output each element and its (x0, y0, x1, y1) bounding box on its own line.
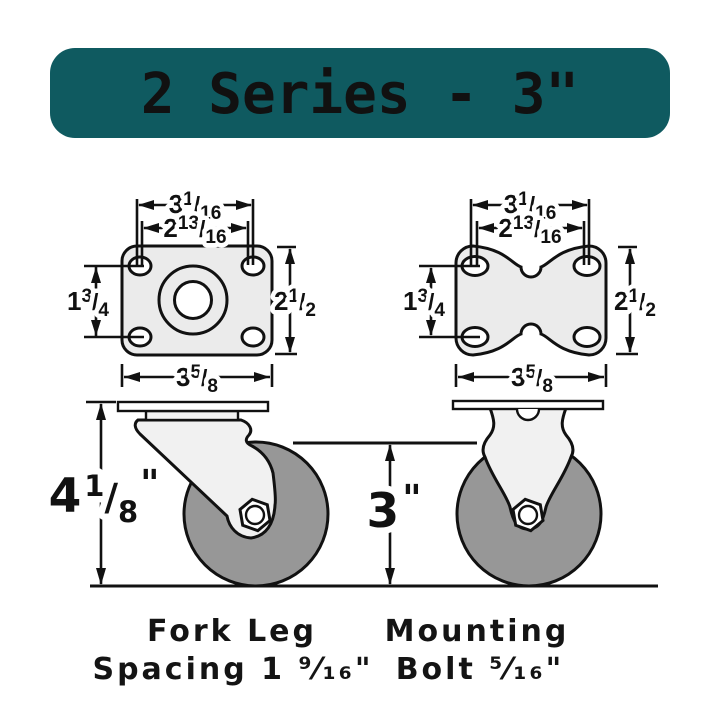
arrowhead (96, 568, 106, 585)
bolt-hole (572, 326, 602, 348)
arrowhead (472, 200, 488, 210)
arrowhead (625, 337, 635, 353)
mounting-plate-side (116, 400, 270, 413)
bolt-hole (572, 255, 602, 277)
extension-line (469, 199, 591, 265)
arrowhead (385, 444, 395, 461)
tick-line (616, 245, 638, 356)
arrowhead (285, 248, 295, 264)
dim-bolt-spacing-narrow: 213/16 (498, 213, 561, 248)
dim-plate-width: 35/8 (176, 362, 218, 397)
tick-line (275, 245, 297, 356)
arrowhead (567, 223, 583, 233)
dim-bolt-spacing-wide: 31/16 (169, 189, 222, 224)
arrowhead (236, 200, 252, 210)
arrowhead (625, 248, 635, 264)
arrowhead (572, 200, 588, 210)
dim-bolt-spacing-side: 13/4 (403, 286, 445, 321)
arrowhead (143, 223, 159, 233)
arrowhead (426, 320, 436, 336)
dim-bolt-spacing-narrow: 213/16 (163, 213, 226, 248)
tick-line (120, 364, 274, 387)
captions: Fork Leg Spacing 1 ⁹⁄₁₆" Mounting Bolt ⁵… (92, 614, 570, 687)
arrowhead (588, 372, 604, 382)
arrowhead (458, 372, 474, 382)
arrowhead (124, 372, 140, 382)
banner-background (50, 48, 670, 138)
arrowhead (96, 403, 106, 420)
dim-bolt-spacing-side: 13/4 (67, 286, 109, 321)
bolt-hole (240, 326, 266, 348)
arrowhead (285, 337, 295, 353)
dim-bolt-spacing-wide: 31/16 (504, 189, 557, 224)
swivel-raceway-circle (157, 264, 229, 336)
arrowhead (385, 568, 395, 585)
mounting-plate-side (451, 399, 605, 411)
page-title: 2 Series - 3" (141, 62, 579, 127)
tick-line (454, 364, 608, 387)
axle-bolt-hole (244, 504, 266, 526)
dim-plate-depth: 21/2 (274, 286, 316, 321)
extension-line (135, 199, 255, 265)
dim-plate-depth: 21/2 (614, 286, 656, 321)
caption-fork-leg-line1: Fork Leg (147, 614, 317, 649)
rigid-plate-outline (454, 244, 608, 357)
dim-plate-width: 35/8 (511, 362, 553, 397)
axle-bolt-hole (517, 504, 539, 526)
arrowhead (231, 223, 247, 233)
arrowhead (91, 320, 101, 336)
extension-line (419, 264, 480, 339)
plate-notch (515, 408, 541, 422)
arrowhead (478, 223, 494, 233)
caption-mounting-line2: Bolt ⁵⁄₁₆" (396, 652, 565, 687)
dim-wheel-diameter: 3" (367, 477, 422, 539)
top-view-rigid-plate: 31/16 213/16 13/4 21/2 35/8 (398, 185, 660, 402)
kingpin-hole (173, 280, 213, 320)
swivel-raceway (144, 409, 240, 422)
extension-line (84, 264, 144, 339)
top-view-swivel-plate: 31/16 213/16 13/4 21/2 35/8 (62, 185, 320, 402)
arrowhead (254, 372, 270, 382)
caption-mounting-line1: Mounting (385, 614, 570, 649)
side-view-rigid-caster (451, 399, 605, 588)
header-banner: 2 Series - 3" (50, 48, 670, 138)
arrowhead (91, 267, 101, 283)
arrowhead (426, 267, 436, 283)
caption-fork-leg-line2: Spacing 1 ⁹⁄₁₆" (92, 652, 373, 687)
arrowhead (138, 200, 154, 210)
